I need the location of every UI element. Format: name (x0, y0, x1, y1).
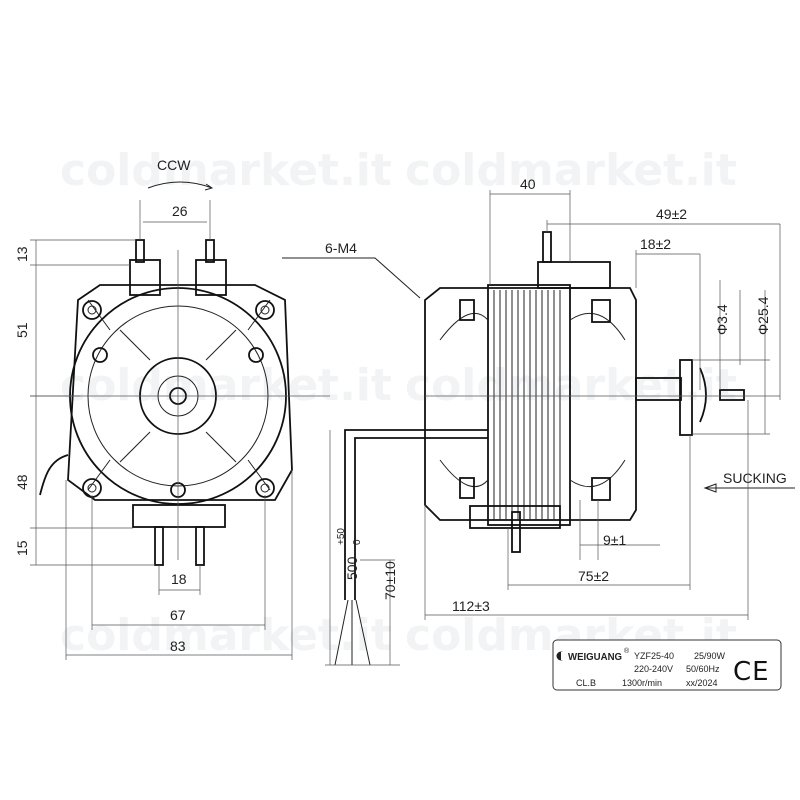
mount-callout: 6-M4 (325, 240, 357, 256)
brand-logo-icon (556, 651, 566, 661)
dim-body-length: 75±2 (578, 568, 609, 584)
dim-mount-spacing: 67 (170, 607, 186, 623)
dim-shaft-from-body: 49±2 (656, 206, 687, 222)
dim-shaft-dia: Φ3.4 (714, 304, 730, 335)
manufacture-date: xx/2024 (686, 678, 718, 688)
watermark: coldmarket.it (405, 360, 737, 411)
dim-bottom-pin: 15 (14, 540, 30, 556)
watermark: coldmarket.it (60, 145, 392, 196)
voltage-rating: 220-240V (634, 664, 673, 674)
frequency-rating: 50/60Hz (686, 664, 720, 674)
nameplate: WEIGUANG ® YZF25-40 25/90W 220-240V 50/6… (552, 639, 782, 691)
dim-lamination: 40 (520, 176, 536, 192)
power-rating: 25/90W (694, 651, 726, 661)
dim-hub-dia: Φ25.4 (755, 296, 771, 335)
dim-cable-tol-lower: 0 (352, 539, 363, 545)
front-view: 26 13 51 48 15 18 67 83 CCW 6-M4 (14, 157, 421, 660)
watermarks: coldmarket.it coldmarket.it coldmarket.i… (60, 145, 737, 661)
dim-hub-offset: 9±1 (603, 532, 626, 548)
dim-top-pin: 13 (14, 246, 30, 262)
dim-overall-length: 112±3 (452, 598, 490, 614)
watermark: coldmarket.it (60, 610, 392, 661)
dim-lower-height: 48 (14, 474, 30, 490)
model-number: YZF25-40 (634, 651, 674, 661)
insulation-class: CL.B (576, 678, 596, 688)
brand-name: WEIGUANG (568, 652, 622, 663)
dim-shaft-length: 18±2 (640, 236, 671, 252)
watermark: coldmarket.it (405, 145, 737, 196)
ce-mark: CE (733, 657, 770, 687)
dim-overall-width: 83 (170, 638, 186, 654)
airflow-label: SUCKING (723, 470, 787, 486)
watermark: coldmarket.it (60, 360, 392, 411)
rotation-direction: CCW (157, 157, 191, 173)
registered-mark: ® (624, 647, 630, 655)
dim-cable-length: 500 (344, 556, 360, 580)
dim-cable-tol-upper: +50 (336, 528, 347, 545)
side-view: 500 +50 0 70±10 40 49±2 18±2 Φ3.4 Φ25.4 … (325, 176, 795, 666)
dim-pin-spacing-top: 26 (172, 203, 188, 219)
dim-pin-spacing-bottom: 18 (171, 571, 187, 587)
dim-upper-height: 51 (14, 322, 30, 338)
dim-lead-strip: 70±10 (382, 561, 398, 600)
speed-rating: 1300r/min (622, 678, 662, 688)
